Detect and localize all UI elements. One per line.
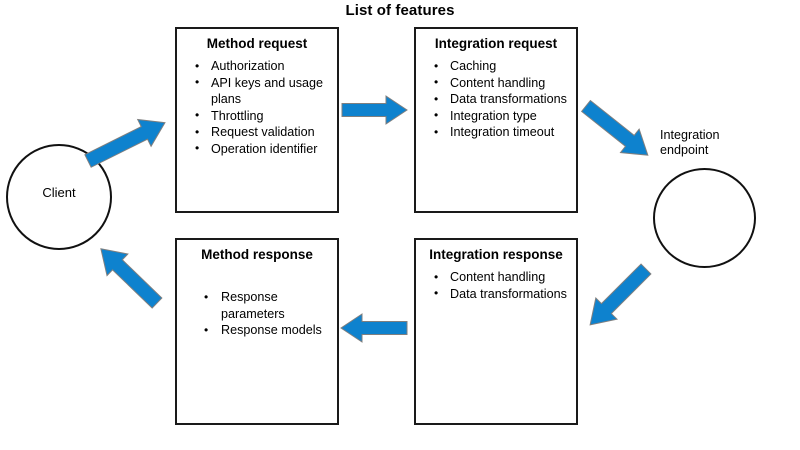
list-item: Request validation [177,124,337,141]
list-item: Data transformations [416,285,576,303]
box-title-integration-request: Integration request [434,36,558,51]
box-method-request: Method request Authorization API keys an… [175,27,339,213]
feature-list-integration-response: Content handling Data transformations [416,269,576,302]
box-title-method-response: Method response [201,247,313,262]
integration-endpoint-node [653,168,756,268]
list-item: Content handling [416,74,576,92]
page-title: List of features [345,2,455,19]
feature-list-method-request: Authorization API keys and usage plans T… [177,58,337,157]
box-integration-request: Integration request Caching Content hand… [414,27,578,213]
integration-endpoint-node-label: Integration endpoint [660,128,768,158]
arrow-endpoint-to-integration-response [589,263,652,326]
arrow-method-request-to-integration-request [341,95,408,125]
endpoint-label-line1: Integration [660,128,720,142]
arrow-integration-request-to-endpoint [580,99,649,156]
endpoint-label-line2: endpoint [660,143,709,157]
list-item: Throttling [177,107,337,125]
box-integration-response: Integration response Content handling Da… [414,238,578,425]
list-item: API keys and usage plans [177,74,337,108]
client-node-label: Client [42,185,76,200]
list-item: Data transformations [416,91,576,108]
list-item: Operation identifier [177,140,337,158]
box-method-response: Method response Response parameters Resp… [175,238,339,425]
list-item: Caching [416,58,576,75]
list-item: Response models [177,322,337,339]
feature-list-integration-request: Caching Content handling Data transforma… [416,58,576,141]
box-title-integration-response: Integration response [429,247,563,262]
list-item: Integration type [416,107,576,125]
list-item: Response parameters [177,289,337,322]
box-title-method-request: Method request [206,36,308,51]
list-item: Authorization [177,58,337,75]
list-item: Integration timeout [416,124,576,141]
arrow-method-response-to-client [100,248,163,309]
feature-list-method-response: Response parameters Response models [177,289,337,339]
arrow-integration-response-to-method-response [340,313,408,343]
list-item: Content handling [416,269,576,286]
